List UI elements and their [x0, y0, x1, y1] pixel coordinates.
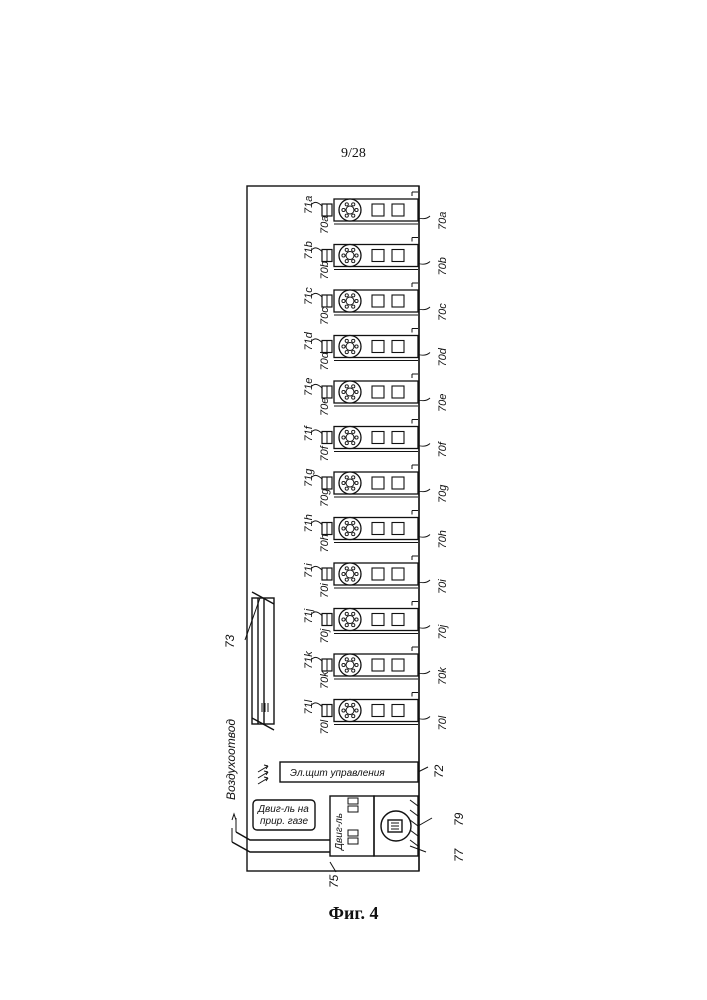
label-71b: 71b [303, 241, 315, 259]
label-71i: 71i [303, 563, 315, 578]
label-71a: 71a [303, 196, 315, 214]
ref-75: 75 [327, 874, 341, 888]
figure-caption: Фиг. 4 [0, 903, 707, 924]
label-70c-outer: 70c [437, 303, 449, 321]
units-group: 71a 70a 70a 71b 70b 70b 71c 70c 70c 71d 70d 70d 71e 7… [303, 192, 449, 735]
motor-77 [381, 811, 411, 841]
engine-label: Двиг-ль [334, 813, 345, 851]
label-70k-inner: 70k [319, 671, 331, 689]
label-70h-outer: 70h [437, 530, 449, 548]
unit-j [312, 602, 430, 634]
ref-72: 72 [432, 764, 446, 778]
gas-engine-label-1: Двиг-ль на [257, 804, 309, 815]
label-71k: 71k [303, 651, 315, 669]
label-70j-outer: 70j [437, 624, 449, 639]
label-70i-outer: 70i [437, 579, 449, 594]
label-70a-outer: 70a [437, 212, 449, 230]
label-70b-inner: 70b [319, 261, 331, 279]
label-71c: 71c [303, 287, 315, 305]
label-70j-inner: 70j [319, 628, 331, 643]
label-70k-outer: 70k [437, 667, 449, 685]
label-71e: 71e [303, 378, 315, 396]
air-arrows-icon [258, 765, 268, 784]
label-70l-outer: 70l [437, 715, 449, 730]
label-70g-inner: 70g [319, 488, 331, 507]
unit-i [312, 556, 430, 588]
gas-engine-label-2: прир. газе [260, 816, 308, 827]
label-71j: 71j [303, 608, 315, 623]
ref-73: 73 [223, 634, 237, 648]
label-70e-outer: 70e [437, 394, 449, 412]
label-71g: 71g [303, 468, 315, 487]
label-70f-inner: 70f [319, 445, 331, 461]
label-70l-inner: 70l [319, 719, 331, 734]
label-70d-outer: 70d [437, 347, 449, 366]
label-71f: 71f [303, 425, 315, 441]
duct-label: Воздухоотвод [224, 719, 238, 800]
duct-73 [252, 592, 274, 730]
label-70g-outer: 70g [437, 484, 449, 503]
label-71d: 71d [303, 331, 315, 350]
unit-l [312, 693, 430, 725]
label-70i-inner: 70i [319, 583, 331, 598]
label-70e-inner: 70e [319, 398, 331, 416]
control-panel-label: Эл.щит управления [290, 768, 385, 779]
label-71h: 71h [303, 514, 315, 532]
label-70h-inner: 70h [319, 534, 331, 552]
label-70b-outer: 70b [437, 257, 449, 275]
label-70f-outer: 70f [437, 441, 449, 457]
label-70d-inner: 70d [319, 351, 331, 370]
label-71l: 71l [303, 699, 315, 714]
ref-79: 79 [452, 812, 466, 826]
ref-77: 77 [452, 847, 466, 862]
label-70c-inner: 70c [319, 307, 331, 325]
label-70a-inner: 70a [319, 216, 331, 234]
